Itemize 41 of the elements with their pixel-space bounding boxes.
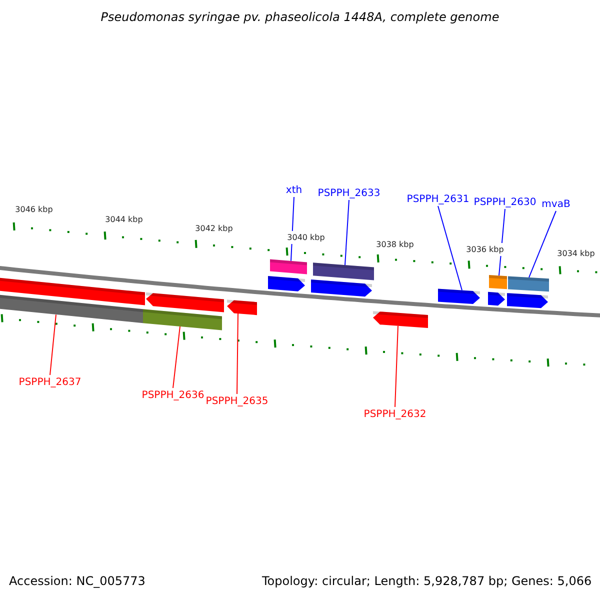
footer-text: Topology: circular; Length: 5,928,787 bp; Genes: 5,066 (262, 575, 592, 588)
leader-line (172, 326, 180, 388)
gene-feature (438, 288, 480, 304)
leader-line (438, 206, 462, 291)
gene-bar (0, 276, 145, 306)
gene-bar (0, 294, 143, 324)
gene-label: xth (286, 184, 302, 197)
gene-feature (227, 300, 257, 316)
scale-label: 3046 kbp (14, 203, 54, 216)
gene-feature (311, 280, 372, 297)
gene-bar (489, 275, 507, 290)
footer-text: Accession: NC_005773 (9, 575, 146, 588)
gene-label: PSPPH_2630 (474, 196, 536, 209)
leader-line (236, 313, 238, 394)
gene-feature (146, 292, 224, 312)
leader-line (394, 325, 398, 408)
gene-bar (270, 259, 307, 274)
gene-label: PSPPH_2633 (318, 187, 380, 200)
leader-line (344, 200, 350, 266)
gene-feature (373, 311, 428, 328)
gene-label: PSPPH_2635 (206, 395, 268, 408)
gene-bar (508, 276, 549, 292)
leader-line (528, 210, 556, 278)
gene-label: PSPPH_2631 (406, 193, 470, 206)
scale-label: 3038 kbp (375, 238, 415, 251)
scale-label: 3044 kbp (104, 213, 144, 226)
scale-label: 3042 kbp (194, 222, 234, 235)
gene-feature (488, 292, 505, 306)
title: Pseudomonas syringae pv. phaseolicola 1448A, complete genome (100, 11, 500, 24)
gene-bar (143, 309, 222, 330)
gene-label: PSPPH_2636 (142, 389, 204, 402)
gene-label: PSPPH_2632 (364, 408, 426, 421)
scale-label: 3040 kbp (286, 231, 326, 244)
gene-feature (507, 293, 548, 308)
scale-label: 3034 kbp (556, 247, 596, 260)
gene-label: PSPPH_2637 (18, 376, 82, 389)
leader-line (50, 314, 56, 376)
scale-label: 3036 kbp (465, 243, 505, 256)
gene-feature (268, 276, 305, 292)
gene-bar (313, 262, 374, 280)
gene-label: mvaB (542, 198, 570, 211)
